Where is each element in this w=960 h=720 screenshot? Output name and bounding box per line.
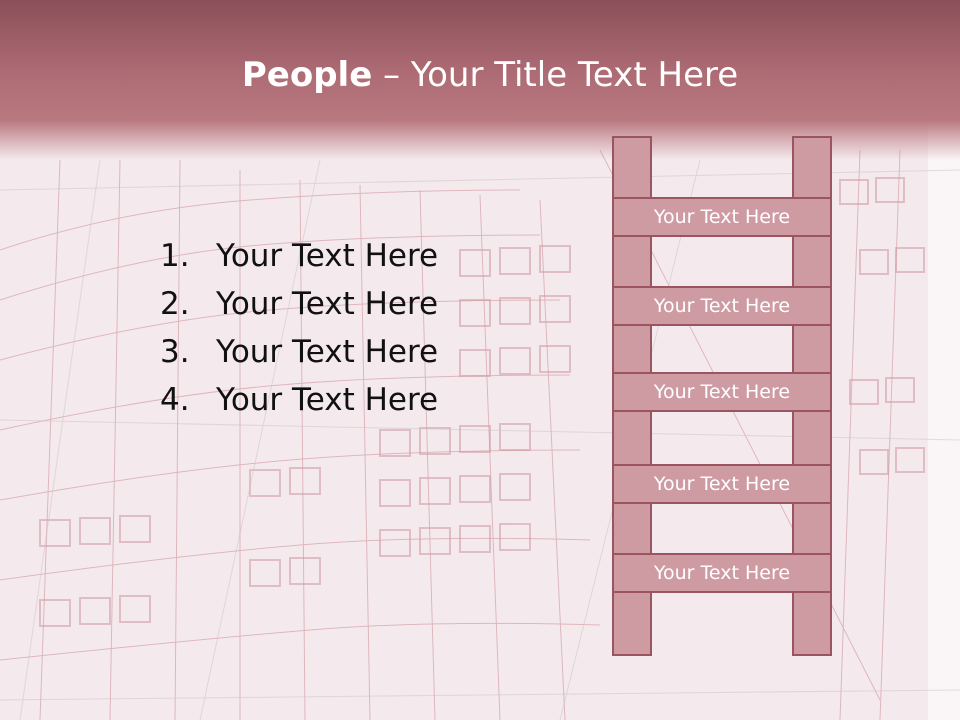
list-number: 2. bbox=[160, 286, 190, 322]
title-band bbox=[0, 0, 960, 160]
list-item: 2. Your Text Here bbox=[160, 280, 438, 328]
ladder-rung-4: Your Text Here bbox=[612, 464, 832, 504]
list-item-text: Your Text Here bbox=[216, 334, 439, 370]
title-bold-word: People bbox=[241, 55, 373, 95]
list-item: 3. Your Text Here bbox=[160, 328, 438, 376]
ladder-rung-1: Your Text Here bbox=[612, 197, 832, 237]
ladder-rung-2: Your Text Here bbox=[612, 286, 832, 326]
list-item: 1. Your Text Here bbox=[160, 232, 438, 280]
list-item: 4. Your Text Here bbox=[160, 376, 438, 424]
list-item-text: Your Text Here bbox=[216, 286, 439, 322]
slide-title: People – Your Title Text Here bbox=[0, 52, 960, 98]
list-number: 4. bbox=[160, 382, 190, 418]
ladder-rung-3: Your Text Here bbox=[612, 372, 832, 412]
list-item-text: Your Text Here bbox=[216, 238, 439, 274]
list-number: 1. bbox=[160, 238, 190, 274]
title-rest: – Your Title Text Here bbox=[372, 55, 739, 95]
list-number: 3. bbox=[160, 334, 190, 370]
list-item-text: Your Text Here bbox=[216, 382, 439, 418]
ladder-rung-5: Your Text Here bbox=[612, 553, 832, 593]
numbered-list: 1. Your Text Here 2. Your Text Here 3. Your… bbox=[160, 232, 438, 424]
